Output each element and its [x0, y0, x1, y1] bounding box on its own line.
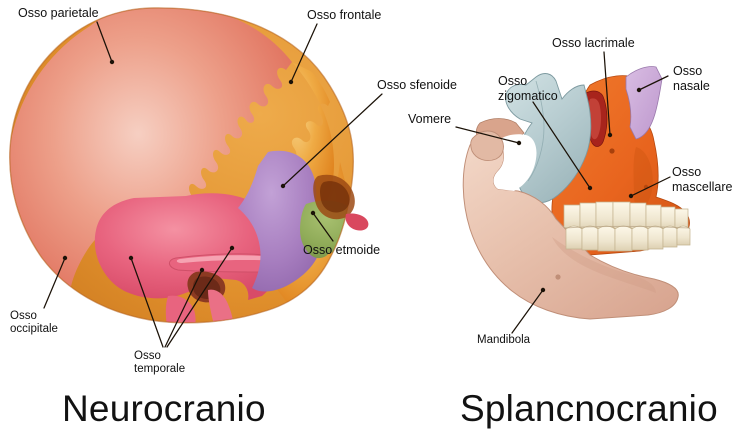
label-osso-parietale: Osso parietale: [18, 6, 99, 20]
occlusal-line: [563, 226, 691, 229]
label-osso-lacrimale: Osso lacrimale: [552, 36, 635, 50]
infraorbital-foramen: [609, 148, 615, 154]
maxilla-foramen-2: [643, 184, 649, 190]
denti-inferiori: [565, 225, 691, 252]
label-osso-frontale: Osso frontale: [307, 8, 382, 22]
bone-mandibola: [462, 135, 679, 320]
neurocranium-vault: [9, 7, 354, 323]
label-osso-zigomatico: Osso zigomatico: [498, 74, 558, 103]
orbital-recess-shadow: [320, 181, 350, 213]
nasal-spine: [345, 213, 369, 231]
bone-osso-nasale: [625, 66, 663, 140]
label-osso-temporale: Osso temporale: [134, 350, 186, 376]
label-osso-etmoide: Osso etmoide: [303, 243, 381, 257]
lacrimal-highlight: [588, 98, 602, 140]
label-mandibola: Mandibola: [477, 334, 531, 346]
mandibular-notch: [493, 134, 537, 191]
caption-neurocranio: Neurocranio: [62, 388, 266, 429]
neurocranio-illustration: [9, 7, 369, 324]
mandibular-condyle: [470, 130, 504, 162]
label-osso-mascellare: Osso mascellare: [672, 165, 733, 194]
mental-foramen: [555, 274, 561, 280]
label-osso-occipitale: Osso occipitale: [10, 310, 58, 336]
splancnocranio-illustration: [462, 66, 691, 320]
bone-osso-parietale: [9, 7, 292, 316]
label-vomere: Vomere: [408, 112, 452, 126]
label-osso-sfenoide: Osso sfenoide: [377, 78, 457, 92]
mandible-shading: [552, 237, 656, 293]
label-osso-nasale: Osso nasale: [673, 64, 710, 93]
caption-splancnocranio: Splancnocranio: [460, 388, 718, 429]
